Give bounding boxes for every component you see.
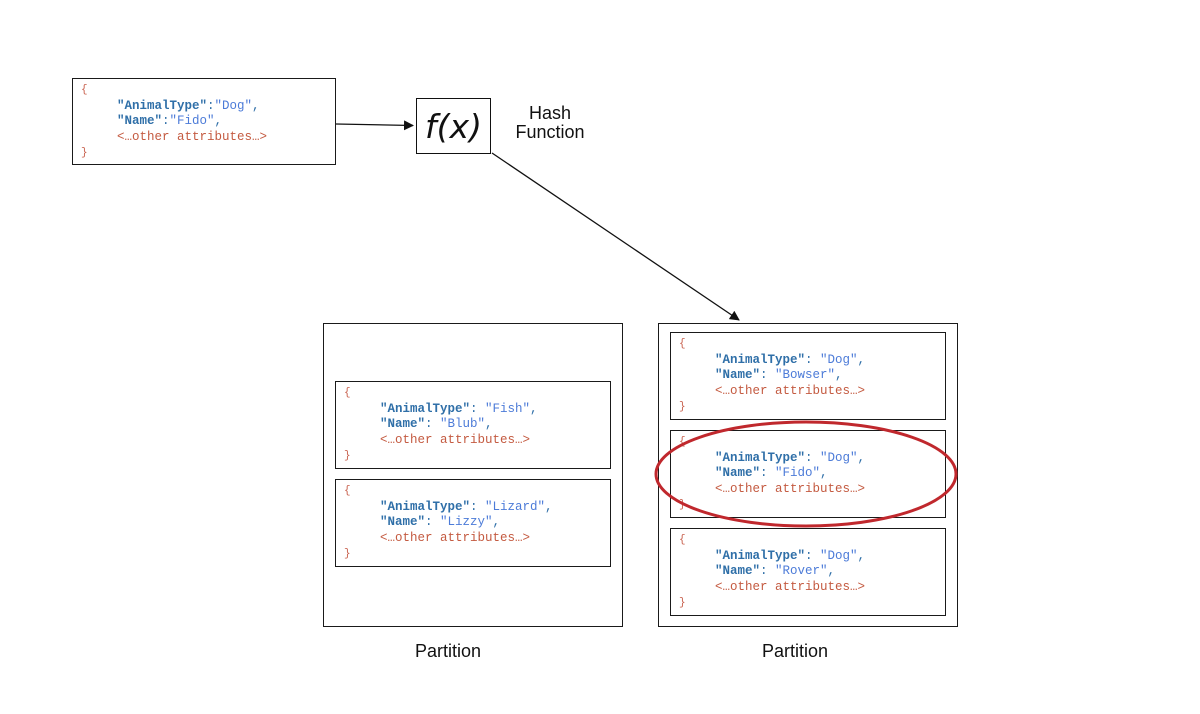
close-brace: } (679, 401, 686, 413)
partition-2-item: { "AnimalType": "Dog", "Name": "Bowser",… (670, 332, 946, 420)
open-brace: { (679, 436, 686, 448)
arrow-to-partition (491, 152, 740, 321)
other-attributes: <…other attributes…> (715, 481, 866, 496)
animal-type-key: "AnimalType" (715, 548, 806, 563)
name-value: "Bowser" (775, 368, 836, 382)
animal-type-value: "Dog" (214, 98, 253, 113)
name-value: "Lizzy" (440, 515, 493, 529)
name-key: "Name" (715, 564, 761, 578)
partition-1-item: { "AnimalType": "Lizard", "Name": "Lizzy… (335, 479, 611, 567)
animal-type-value: "Dog" (820, 352, 858, 367)
source-item: { "AnimalType":"Dog", "Name":"Fido", <…o… (72, 78, 336, 165)
other-attributes: <…other attributes…> (380, 432, 531, 447)
partition-2-item: { "AnimalType": "Dog", "Name": "Fido", <… (670, 430, 946, 518)
close-brace: } (679, 597, 686, 609)
animal-type-key: "AnimalType" (117, 98, 208, 113)
other-attributes: <…other attributes…> (715, 383, 866, 398)
partition-2-label: Partition (762, 641, 829, 661)
arrow-to-hash (335, 120, 414, 131)
name-value: "Rover" (775, 564, 828, 578)
animal-type-value: "Dog" (820, 450, 858, 465)
name-value: "Fido" (169, 114, 215, 128)
animal-type-key: "AnimalType" (380, 401, 471, 416)
partition-1-item: { "AnimalType": "Fish", "Name": "Blub", … (335, 381, 611, 469)
partition-2-item: { "AnimalType": "Dog", "Name": "Rover", … (670, 528, 946, 616)
hash-function-label: Hash Function (515, 103, 585, 142)
name-key: "Name" (715, 368, 761, 382)
name-key: "Name" (380, 515, 426, 529)
name-value: "Fido" (775, 466, 821, 480)
open-brace: { (344, 387, 351, 399)
name-value: "Blub" (440, 417, 486, 431)
name-key: "Name" (117, 114, 163, 128)
open-brace: { (679, 534, 686, 546)
other-attributes: <…other attributes…> (380, 530, 531, 545)
other-attributes: <…other attributes…> (715, 579, 866, 594)
animal-type-value: "Fish" (485, 401, 531, 416)
close-brace: } (679, 499, 686, 511)
hash-function-box: f(x) (416, 98, 491, 154)
animal-type-value: "Dog" (820, 548, 858, 563)
open-brace: { (81, 84, 88, 96)
name-key: "Name" (380, 417, 426, 431)
animal-type-key: "AnimalType" (715, 352, 806, 367)
animal-type-key: "AnimalType" (715, 450, 806, 465)
other-attributes: <…other attributes…> (117, 129, 268, 144)
close-brace: } (344, 450, 351, 462)
partition-1-label: Partition (415, 641, 482, 661)
open-brace: { (344, 485, 351, 497)
animal-type-key: "AnimalType" (380, 499, 471, 514)
close-brace: } (344, 548, 351, 560)
partition-1 (323, 323, 623, 627)
close-brace: } (81, 147, 88, 159)
open-brace: { (679, 338, 686, 350)
animal-type-value: "Lizard" (485, 499, 546, 514)
name-key: "Name" (715, 466, 761, 480)
